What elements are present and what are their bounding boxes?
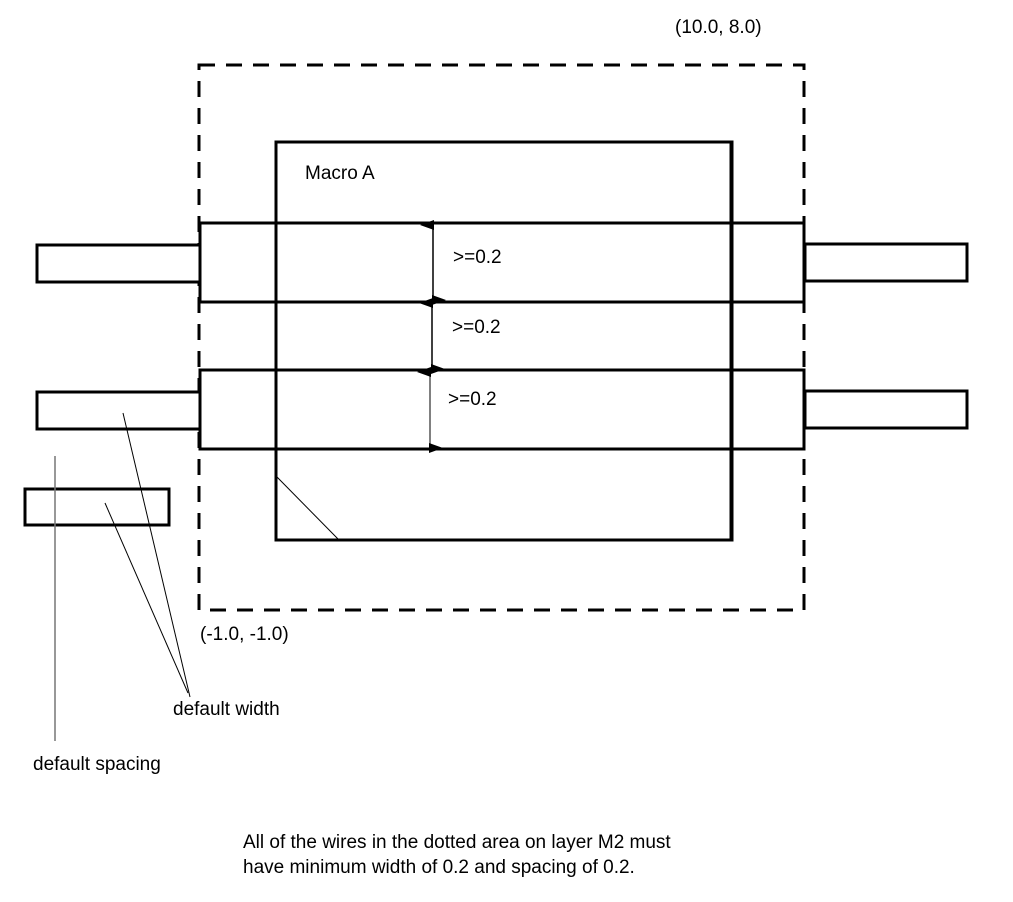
dotted-region-boundary [197, 63, 806, 612]
note-line-1: All of the wires in the dotted area on l… [243, 832, 671, 853]
callout-default-width: default width [173, 699, 280, 720]
standalone-wire-sample [23, 487, 171, 527]
lower-left-coordinate: (-1.0, -1.0) [200, 624, 289, 645]
dimension-label-top-width: >=0.2 [453, 247, 502, 268]
callout-default-spacing: default spacing [33, 754, 161, 775]
leader-default-width-1 [122, 412, 191, 698]
wire-top-left-stub [35, 243, 202, 284]
dimension-label-spacing: >=0.2 [452, 317, 501, 338]
macro-a-label: Macro A [305, 163, 375, 184]
wire-bottom-wide-segment [198, 368, 806, 451]
note-line-2: have minimum width of 0.2 and spacing of… [243, 857, 635, 878]
macro-a-block [274, 140, 734, 542]
wire-bottom-right-stub [803, 389, 969, 430]
macro-a-corner-mark [276, 476, 340, 541]
dimension-label-bottom-width: >=0.2 [448, 389, 497, 410]
wire-bottom-left-stub [35, 390, 202, 431]
wire-top-right-stub [803, 242, 969, 283]
wire-top-wide-segment [198, 221, 806, 304]
leader-default-width-2 [104, 502, 189, 694]
upper-right-coordinate: (10.0, 8.0) [675, 17, 762, 38]
